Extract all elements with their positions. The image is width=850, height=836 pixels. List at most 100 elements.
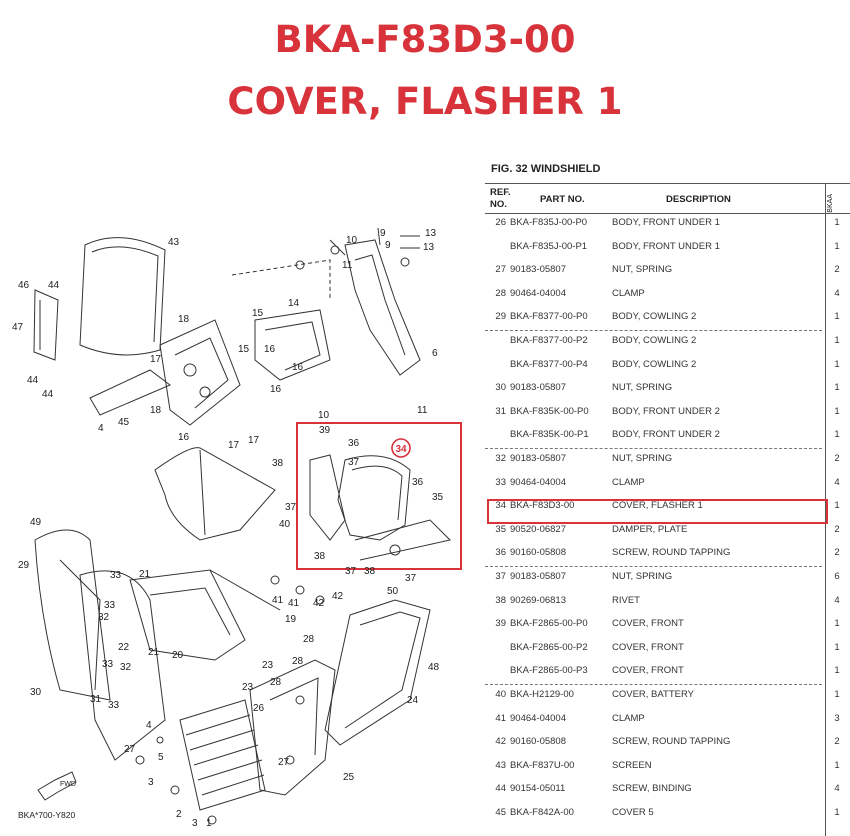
table-cell-qty: 4 [834,783,840,794]
table-cell-desc: NUT, SPRING [612,453,673,464]
table-cell-pn: 90464-04004 [510,288,566,299]
callout-number: 41 [272,595,284,606]
table-cell-pn: BKA-F842A-00 [510,807,574,818]
screen-part [79,237,166,356]
callout-number: 14 [288,298,300,309]
callout-number: 39 [319,425,331,436]
fairing-part [34,529,111,701]
table-cell-ref: 43 [495,760,506,771]
table-cell-pn: BKA-F2865-00-P3 [510,665,588,676]
callout-number: 16 [292,362,304,373]
callout-number: 18 [150,405,162,416]
table-cell-qty: 1 [834,665,840,676]
table-cell-ref: 41 [495,713,506,724]
callout-circle [391,438,411,458]
callout-number: 28 [303,634,315,645]
callout-number: 16 [270,384,282,395]
table-cell-pn: 90160-05808 [510,547,566,558]
table-cell-ref: 40 [495,689,506,700]
flasher-cover-part [337,455,411,541]
callout-number: 20 [172,650,184,661]
callout-number: 31 [90,694,102,705]
table-cell-desc: BODY, FRONT UNDER 1 [612,217,720,228]
radiator-part [179,699,266,811]
table-cell-qty: 1 [834,311,840,322]
table-cell-pn: 90183-05807 [510,264,566,275]
table-cell-qty: 1 [834,429,840,440]
callout-number: 47 [12,322,24,333]
callout-number: 43 [168,237,180,248]
callout-number: 5 [158,752,164,763]
table-cell-qty: 1 [834,217,840,228]
callout-number: 25 [343,772,355,783]
table-cell-desc: DAMPER, PLATE [612,524,688,535]
callout-number: 4 [98,423,104,434]
callout-number: 27 [278,757,290,768]
table-cell-qty: 2 [834,264,840,275]
table-cell-desc: BODY, COWLING 2 [612,335,697,346]
table-cell-qty: 1 [834,760,840,771]
col-ref-header-2: NO. [490,199,507,210]
callout-number: 10 [318,410,330,421]
callout-number: 36 [348,438,360,449]
col-ref-header: REF. [490,187,511,198]
table-cell-pn: BKA-F83D3-00 [510,500,575,511]
table-cell-desc: BODY, COWLING 2 [612,311,697,322]
callout-number: 11 [417,405,428,416]
part-name-title: COVER, FLASHER 1 [227,80,623,123]
callout-number: 33 [110,570,122,581]
callout-number: 42 [313,598,325,609]
table-cell-ref: 27 [495,264,506,275]
callout-number: 44 [42,389,54,400]
table-cell-qty: 3 [834,713,840,724]
callout-number: 15 [238,344,250,355]
table-cell-ref: 26 [495,217,506,228]
right-stay-part [344,239,421,376]
callout-number: 15 [252,308,264,319]
table-cell-desc: COVER, FRONT [612,642,684,653]
side-panel-part [324,599,431,746]
table-cell-ref: 37 [495,571,506,582]
table-cell-qty: 2 [834,736,840,747]
table-cell-desc: CLAMP [612,477,645,488]
left-bracket-part [33,289,59,361]
callout-number: 41 [288,598,300,609]
table-cell-qty: 4 [834,477,840,488]
table-cell-qty: 1 [834,618,840,629]
table-cell-ref: 38 [495,595,506,606]
table-cell-pn: 90520-06827 [510,524,566,535]
callout-label: 34 [395,444,407,455]
table-cell-pn: BKA-F835J-00-P0 [510,217,588,228]
table-cell-pn: 90183-05807 [510,453,566,464]
callout-number: 32 [98,612,110,623]
table-cell-ref: 39 [495,618,506,629]
table-cell-qty: 1 [834,382,840,393]
table-cell-desc: COVER 5 [612,807,654,818]
table-cell-desc: BODY, FRONT UNDER 1 [612,241,720,252]
table-cell-pn: BKA-F835K-00-P1 [510,429,589,440]
table-cell-qty: 6 [834,571,840,582]
callout-number: 9 [385,240,391,251]
table-cell-desc: SCREW, BINDING [612,783,692,794]
table-cell-desc: COVER, BATTERY [612,689,694,700]
table-cell-qty: 4 [834,595,840,606]
callout-number: 6 [432,348,438,359]
callout-number: 36 [412,477,424,488]
callout-number: 46 [18,280,30,291]
diagram-highlight-box [296,422,462,570]
col-qty-header: BKAA [827,194,834,213]
callout-number: 26 [253,703,265,714]
row-group-separator [485,448,822,449]
callout-number: 35 [432,492,444,503]
table-cell-qty: 1 [834,642,840,653]
callout-number: 44 [48,280,60,291]
callout-number: 40 [279,519,291,530]
cowling-stay-part [159,319,241,426]
table-cell-pn: BKA-F835J-00-P1 [510,241,588,252]
table-cell-qty: 2 [834,547,840,558]
callout-number: 1 [206,818,212,829]
table-cell-desc: COVER, FRONT [612,665,684,676]
callout-number: 23 [262,660,274,671]
row-group-separator [485,330,822,331]
